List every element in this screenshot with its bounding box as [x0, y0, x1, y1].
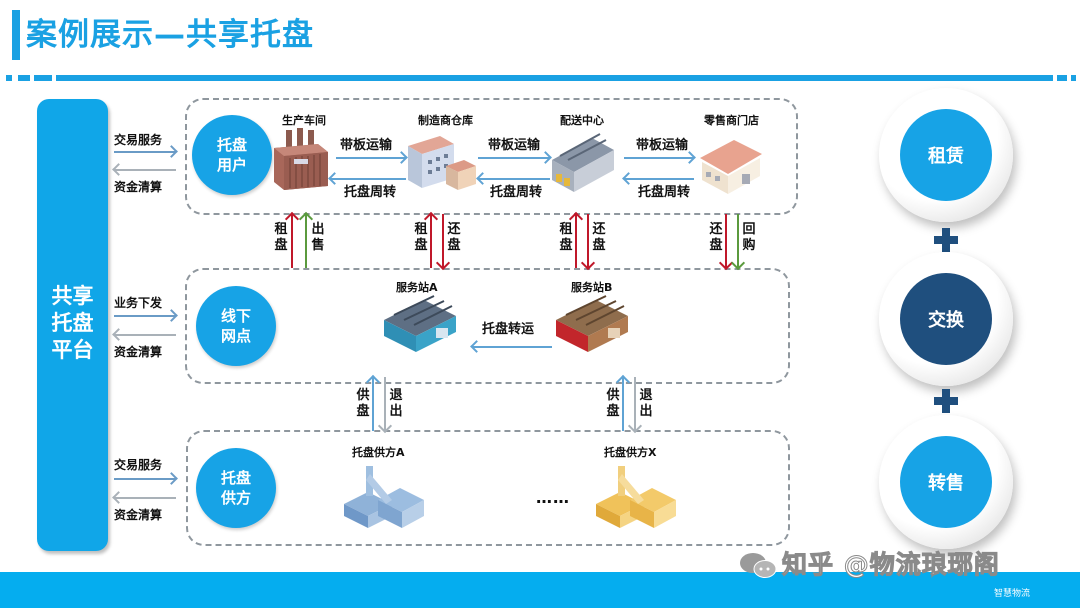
supplier-a-factory-icon [344, 466, 424, 528]
header-dash [18, 75, 30, 81]
vlabel-lease: 租盘 [559, 222, 573, 253]
arrow-up-icon [305, 214, 307, 268]
node-label-station-b: 服务站B [571, 281, 613, 294]
arrow-down-icon [725, 214, 727, 268]
service-station-b-icon [556, 295, 628, 352]
vlabel-sell: 出售 [311, 222, 325, 253]
flow-label-settlement: 资金清算 [114, 180, 163, 194]
header-dash [6, 75, 12, 81]
arrow-up-icon [291, 214, 293, 268]
arrow-right-icon [114, 315, 176, 317]
role-pallet-users: 托盘用户 [192, 115, 272, 195]
flow-label-settlement: 资金清算 [114, 508, 163, 522]
arrow-left-icon [478, 178, 550, 180]
node-label-supplier-x: 托盘供方X [604, 446, 657, 459]
role-offline-outlets: 线下网点 [196, 286, 276, 366]
link-label-transport: 带板运输 [636, 138, 689, 153]
vlabel-return: 还盘 [709, 222, 723, 253]
users-group-box [185, 98, 798, 215]
arrow-down-icon [737, 214, 739, 268]
link-label-transport: 带板运输 [340, 138, 393, 153]
arrow-right-icon [624, 157, 694, 159]
arrow-up-icon [575, 214, 577, 268]
arrow-down-icon [587, 214, 589, 268]
double-arrow-icon [472, 346, 552, 348]
supplier-x-factory-icon [596, 466, 676, 528]
suppliers-group-box [186, 430, 790, 546]
header-dash [34, 75, 52, 81]
link-label-transport: 带板运输 [488, 138, 541, 153]
flow-label-settlement: 资金清算 [114, 345, 163, 359]
node-label-production: 生产车间 [282, 114, 326, 127]
arrow-up-icon [372, 377, 374, 431]
header-dash [1071, 75, 1076, 81]
arrow-right-icon [114, 478, 176, 480]
arrow-left-icon [114, 169, 176, 171]
distribution-center-icon [552, 133, 614, 192]
node-label-manufacturer-warehouse: 制造商仓库 [418, 114, 473, 127]
header-rule [56, 75, 1046, 81]
vlabel-return: 还盘 [592, 222, 606, 253]
factory-icon [274, 128, 328, 190]
footer-bar [0, 572, 1080, 608]
service-station-a-icon [384, 295, 456, 352]
flow-label-trade-service: 交易服务 [114, 133, 163, 147]
plus-icon [934, 389, 958, 413]
outlets-group-box [185, 268, 790, 384]
flow-label-dispatch: 业务下发 [114, 296, 163, 310]
arrow-left-icon [330, 178, 406, 180]
vlabel-lease: 租盘 [414, 222, 428, 253]
link-label-turnover: 托盘周转 [490, 185, 543, 200]
mode-leasing: 租赁 [879, 88, 1013, 222]
vlabel-exit: 退出 [639, 388, 653, 419]
platform-label: 共享 托盘 平台 [51, 284, 94, 362]
arrow-down-icon [384, 377, 386, 431]
flow-label-trade-service: 交易服务 [114, 458, 163, 472]
warehouse-icon [408, 136, 476, 190]
node-label-supplier-a: 托盘供方A [352, 446, 405, 459]
header-dash [1057, 75, 1067, 81]
node-label-distribution-center: 配送中心 [560, 114, 604, 127]
vlabel-exit: 退出 [389, 388, 403, 419]
arrow-right-icon [478, 157, 550, 159]
title-accent-bar [12, 10, 20, 60]
mode-exchange: 交换 [879, 252, 1013, 386]
arrow-left-icon [624, 178, 694, 180]
plus-icon [934, 228, 958, 252]
node-label-retail-store: 零售商门店 [704, 114, 759, 127]
arrow-up-icon [430, 214, 432, 268]
page-title: 案例展示—共享托盘 [26, 17, 314, 53]
arrow-left-icon [114, 334, 176, 336]
node-label-station-a: 服务站A [396, 281, 438, 294]
link-label-turnover: 托盘周转 [344, 185, 397, 200]
link-label-transfer: 托盘转运 [482, 322, 535, 337]
header-dash [1035, 75, 1053, 81]
arrow-down-icon [442, 214, 444, 268]
mode-resale: 转售 [879, 415, 1013, 549]
arrow-up-icon [622, 377, 624, 431]
wechat-icon [740, 553, 777, 578]
vlabel-buyback: 回购 [742, 222, 756, 253]
vlabel-lease: 租盘 [274, 222, 288, 253]
more-suppliers-ellipsis: …… [536, 488, 570, 507]
arrow-left-icon [114, 497, 176, 499]
footer-brand: 智慧物流 [993, 589, 1030, 599]
vlabel-return: 还盘 [447, 222, 461, 253]
role-pallet-suppliers: 托盘供方 [196, 448, 276, 528]
vlabel-supply: 供盘 [356, 388, 370, 419]
arrow-right-icon [114, 151, 176, 153]
link-label-turnover: 托盘周转 [638, 185, 691, 200]
watermark: 知乎 @物流琅琊阁 [782, 550, 1000, 580]
vlabel-supply: 供盘 [606, 388, 620, 419]
arrow-down-icon [634, 377, 636, 431]
shared-pallet-platform [37, 99, 108, 551]
retail-store-icon [700, 140, 762, 194]
arrow-right-icon [336, 157, 406, 159]
